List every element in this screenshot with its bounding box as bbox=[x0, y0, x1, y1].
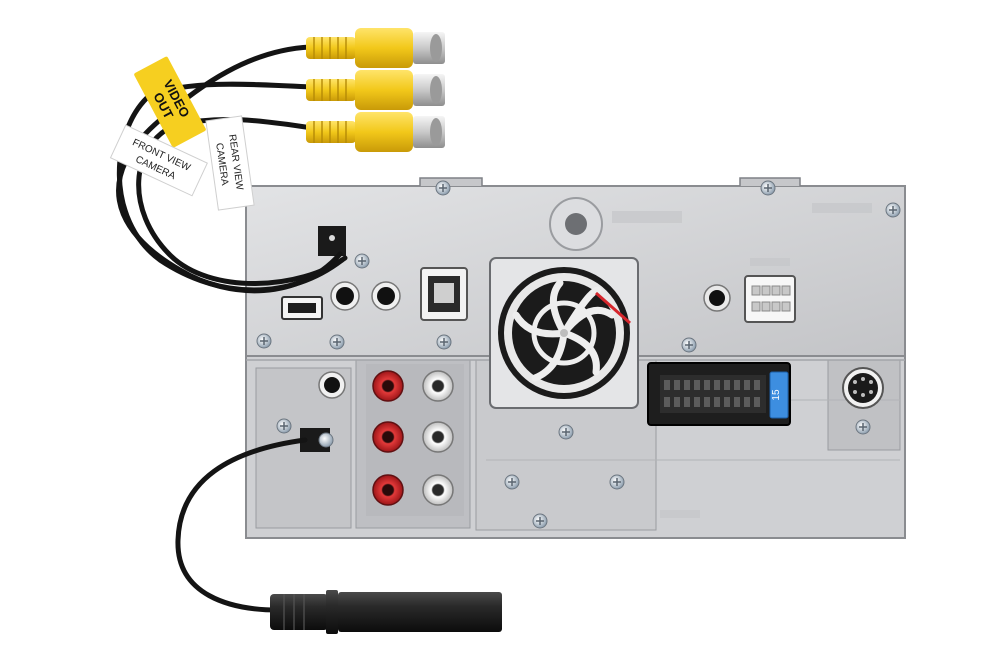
harness-connector: 15 bbox=[647, 362, 791, 426]
rear-view-camera-tag: REAR VIEW CAMERA bbox=[205, 115, 255, 211]
antenna-plug-icon bbox=[270, 590, 502, 634]
video-rca-plugs bbox=[306, 28, 445, 152]
fan-grille-icon bbox=[489, 257, 639, 409]
connector-panel-upper-left bbox=[281, 226, 401, 399]
din-connector-icon bbox=[842, 367, 884, 409]
rca-jack-icon bbox=[366, 364, 464, 516]
fuse-rating-label: 15 bbox=[771, 389, 782, 401]
mounting-boss bbox=[549, 197, 603, 251]
usb-port-icon bbox=[420, 267, 468, 321]
connector-panel-upper-right bbox=[703, 275, 796, 323]
antenna-cable bbox=[175, 437, 308, 613]
